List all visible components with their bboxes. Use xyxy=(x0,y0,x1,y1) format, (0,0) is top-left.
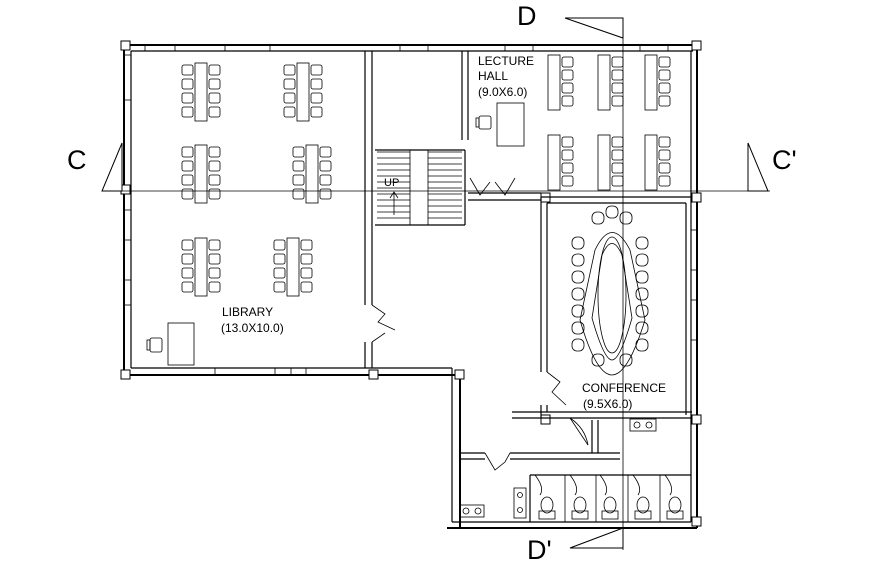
library-name-label: LIBRARY xyxy=(222,305,273,319)
library-table-group xyxy=(283,62,323,122)
lecture-podium xyxy=(475,102,525,147)
conference-table xyxy=(579,232,646,376)
library-table-group xyxy=(181,144,221,204)
lecture-desk-row xyxy=(597,54,624,111)
outer-walls xyxy=(123,44,698,529)
conference-size-label: (9.5X6.0) xyxy=(583,397,632,411)
section-line-c xyxy=(101,142,770,192)
lecture-hall-furniture xyxy=(547,54,671,191)
toilet-fixtures xyxy=(459,418,684,520)
conference-chair xyxy=(635,321,649,335)
lecture-desk-row xyxy=(547,54,574,111)
lecture-desk-row xyxy=(597,134,624,191)
lecture-desk-row xyxy=(547,134,574,191)
conference-chair xyxy=(635,253,649,267)
library-table-group xyxy=(273,237,313,297)
section-c-label: C xyxy=(67,145,87,175)
library-furniture xyxy=(181,62,332,297)
conference-chair xyxy=(635,270,649,284)
conference-chair xyxy=(571,236,585,250)
section-d-label: D xyxy=(517,1,537,31)
lecture-hall-name-label-1: LECTURE xyxy=(478,54,534,68)
conference-chair xyxy=(635,338,649,352)
conference-chair xyxy=(571,338,585,352)
conference-chair xyxy=(571,304,585,318)
conference-chair xyxy=(635,287,649,301)
staircase xyxy=(377,149,462,226)
conference-chair xyxy=(571,270,585,284)
conference-chairs xyxy=(571,205,649,367)
conference-chair xyxy=(605,205,619,219)
conference-chair xyxy=(591,353,605,367)
conference-chair xyxy=(571,321,585,335)
conference-chair xyxy=(571,287,585,301)
library-table-group xyxy=(181,237,221,297)
windows xyxy=(123,44,698,376)
lecture-hall-size-label: (9.0X6.0) xyxy=(478,85,527,99)
structural-columns xyxy=(120,40,702,527)
library-table-group xyxy=(292,144,332,204)
conference-chair xyxy=(619,211,633,225)
library-size-label: (13.0X10.0) xyxy=(221,321,284,335)
conference-chair xyxy=(635,236,649,250)
lecture-hall-name-label-2: HALL xyxy=(478,69,508,83)
lecture-desk-row xyxy=(644,134,671,191)
stair-up-label: UP xyxy=(384,177,399,189)
toilet-unit xyxy=(601,496,619,520)
toilet-unit xyxy=(571,496,589,520)
lecture-desk-row xyxy=(644,54,671,111)
conference-chair xyxy=(619,353,633,367)
section-c-prime-label: C' xyxy=(772,145,797,175)
internal-walls xyxy=(364,51,692,522)
library-desk xyxy=(146,322,195,366)
doors xyxy=(371,177,673,496)
library-table-group xyxy=(181,62,221,122)
conference-chair xyxy=(635,304,649,318)
conference-name-label: CONFERENCE xyxy=(582,381,666,395)
conference-chair xyxy=(591,211,605,225)
section-line-d xyxy=(564,17,624,550)
toilet-unit xyxy=(666,496,684,520)
conference-chair xyxy=(571,253,585,267)
stair-arrow xyxy=(389,191,399,215)
section-d-prime-label: D' xyxy=(527,535,552,563)
toilet-unit xyxy=(634,496,652,520)
toilet-unit xyxy=(538,496,556,520)
